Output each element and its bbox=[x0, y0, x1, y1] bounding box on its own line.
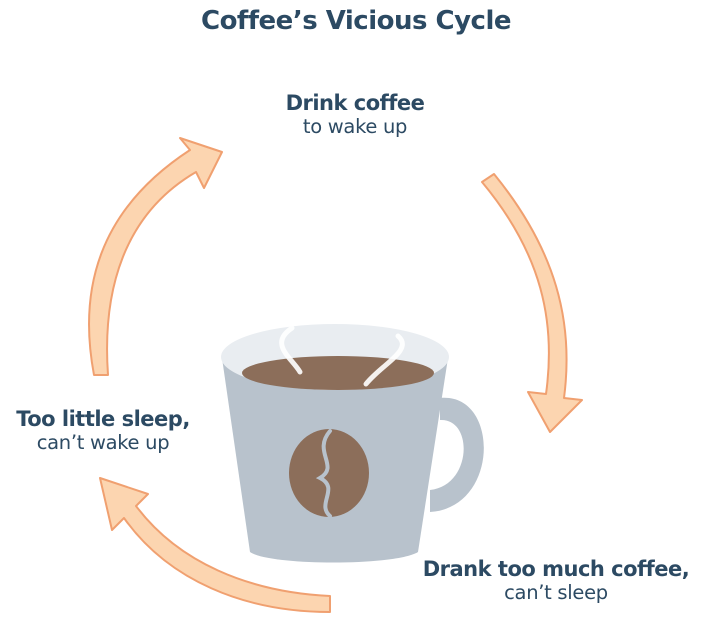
cycle-step-subtitle: to wake up bbox=[302, 114, 408, 138]
cycle-step-drink-coffee: Drink coffee to wake up bbox=[225, 91, 485, 138]
cycle-step-title: Drank too much coffee, bbox=[422, 557, 690, 581]
curved-arrow-icon bbox=[481, 173, 583, 433]
coffee-bean-icon bbox=[289, 429, 369, 518]
coffee-mug-icon bbox=[221, 324, 484, 563]
curved-arrow-icon bbox=[88, 137, 223, 376]
cycle-step-too-much-coffee: Drank too much coffee, can’t sleep bbox=[400, 557, 712, 604]
cycle-step-subtitle: can’t wake up bbox=[36, 430, 170, 454]
curved-arrow-icon bbox=[99, 477, 331, 613]
cycle-step-title: Too little sleep, bbox=[16, 407, 190, 431]
cycle-step-title: Drink coffee bbox=[285, 91, 425, 115]
page-title: Coffee’s Vicious Cycle bbox=[200, 6, 512, 36]
cycle-step-subtitle: can’t sleep bbox=[504, 580, 608, 604]
cycle-step-too-little-sleep: Too little sleep, can’t wake up bbox=[0, 407, 206, 454]
